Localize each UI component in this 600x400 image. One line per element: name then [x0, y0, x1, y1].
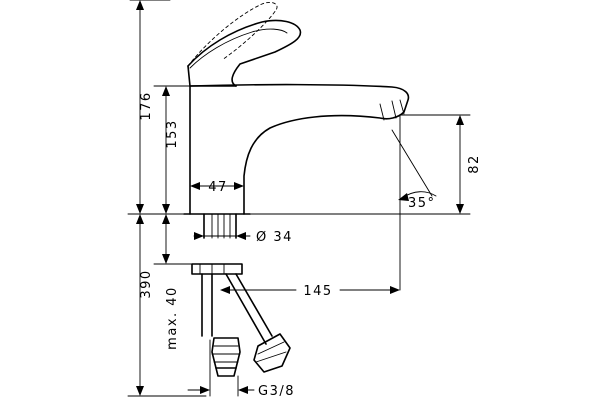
mounting-plate	[191, 263, 243, 275]
supply-tube-right	[225, 273, 273, 345]
label-g38: G3/8	[258, 384, 295, 399]
hose-connector-left	[211, 337, 241, 369]
label-176: 176	[139, 91, 154, 120]
dim-47-arrow-left	[190, 182, 200, 190]
dim-34-arrow-left	[194, 232, 204, 240]
hose-connector-left-thread	[211, 345, 241, 363]
dim-176-arrow-top	[136, 0, 144, 10]
dim-47-arrow-right	[234, 182, 244, 190]
label-max-40: max. 40	[165, 286, 180, 350]
mounting-assembly	[191, 213, 291, 377]
label-35-degrees: 35°	[408, 196, 436, 211]
dim-40-arrow-top	[162, 214, 170, 224]
dim-82-arrow-top	[456, 115, 464, 125]
dim-145-arrow-right	[390, 286, 400, 294]
dim-390-arrow-bottom	[136, 386, 144, 396]
spout-outline	[189, 83, 410, 215]
supply-tube-left	[201, 273, 213, 337]
faucet-body	[183, 1, 410, 215]
ext-thread	[209, 339, 239, 397]
shank	[203, 213, 237, 239]
label-145: 145	[303, 284, 332, 299]
lever-neck	[187, 65, 237, 87]
dimension-lines	[127, 0, 471, 397]
aerator	[379, 99, 405, 121]
dim-153-arrow-bottom	[162, 204, 170, 214]
label-153: 153	[165, 119, 180, 148]
hose-connector-left-tip	[215, 367, 237, 377]
dimension-labels: 176 153 82 47 Ø 34 145 G3/8 35° 390 max.…	[139, 91, 482, 399]
dim-34-arrow-right	[236, 232, 246, 240]
dim-g38-arrow-left	[200, 386, 210, 394]
dim-176-arrow-bottom	[136, 204, 144, 214]
dim-145-arrow-left	[220, 286, 230, 294]
lever-swing-outline	[187, 1, 278, 67]
shank-thread	[211, 213, 231, 239]
dim-153-arrow-top	[162, 86, 170, 96]
label-82: 82	[467, 154, 482, 174]
mounting-plate-detail	[199, 263, 225, 275]
dim-g38-arrow-right	[238, 386, 248, 394]
dim-390-arrow-top	[136, 214, 144, 224]
label-47: 47	[208, 180, 228, 195]
label-390: 390	[139, 269, 154, 298]
hose-connector-right	[253, 333, 291, 373]
hose-connector-right-thread	[255, 341, 287, 363]
label-diameter-34: Ø 34	[256, 230, 293, 245]
dim-35-arrow	[398, 193, 409, 201]
spray-angle-line	[391, 129, 433, 197]
dim-82-arrow-bottom	[456, 204, 464, 214]
lever-handle	[187, 19, 302, 87]
dim-40-arrow-bottom	[162, 254, 170, 264]
lever-inner-edge	[189, 28, 288, 69]
